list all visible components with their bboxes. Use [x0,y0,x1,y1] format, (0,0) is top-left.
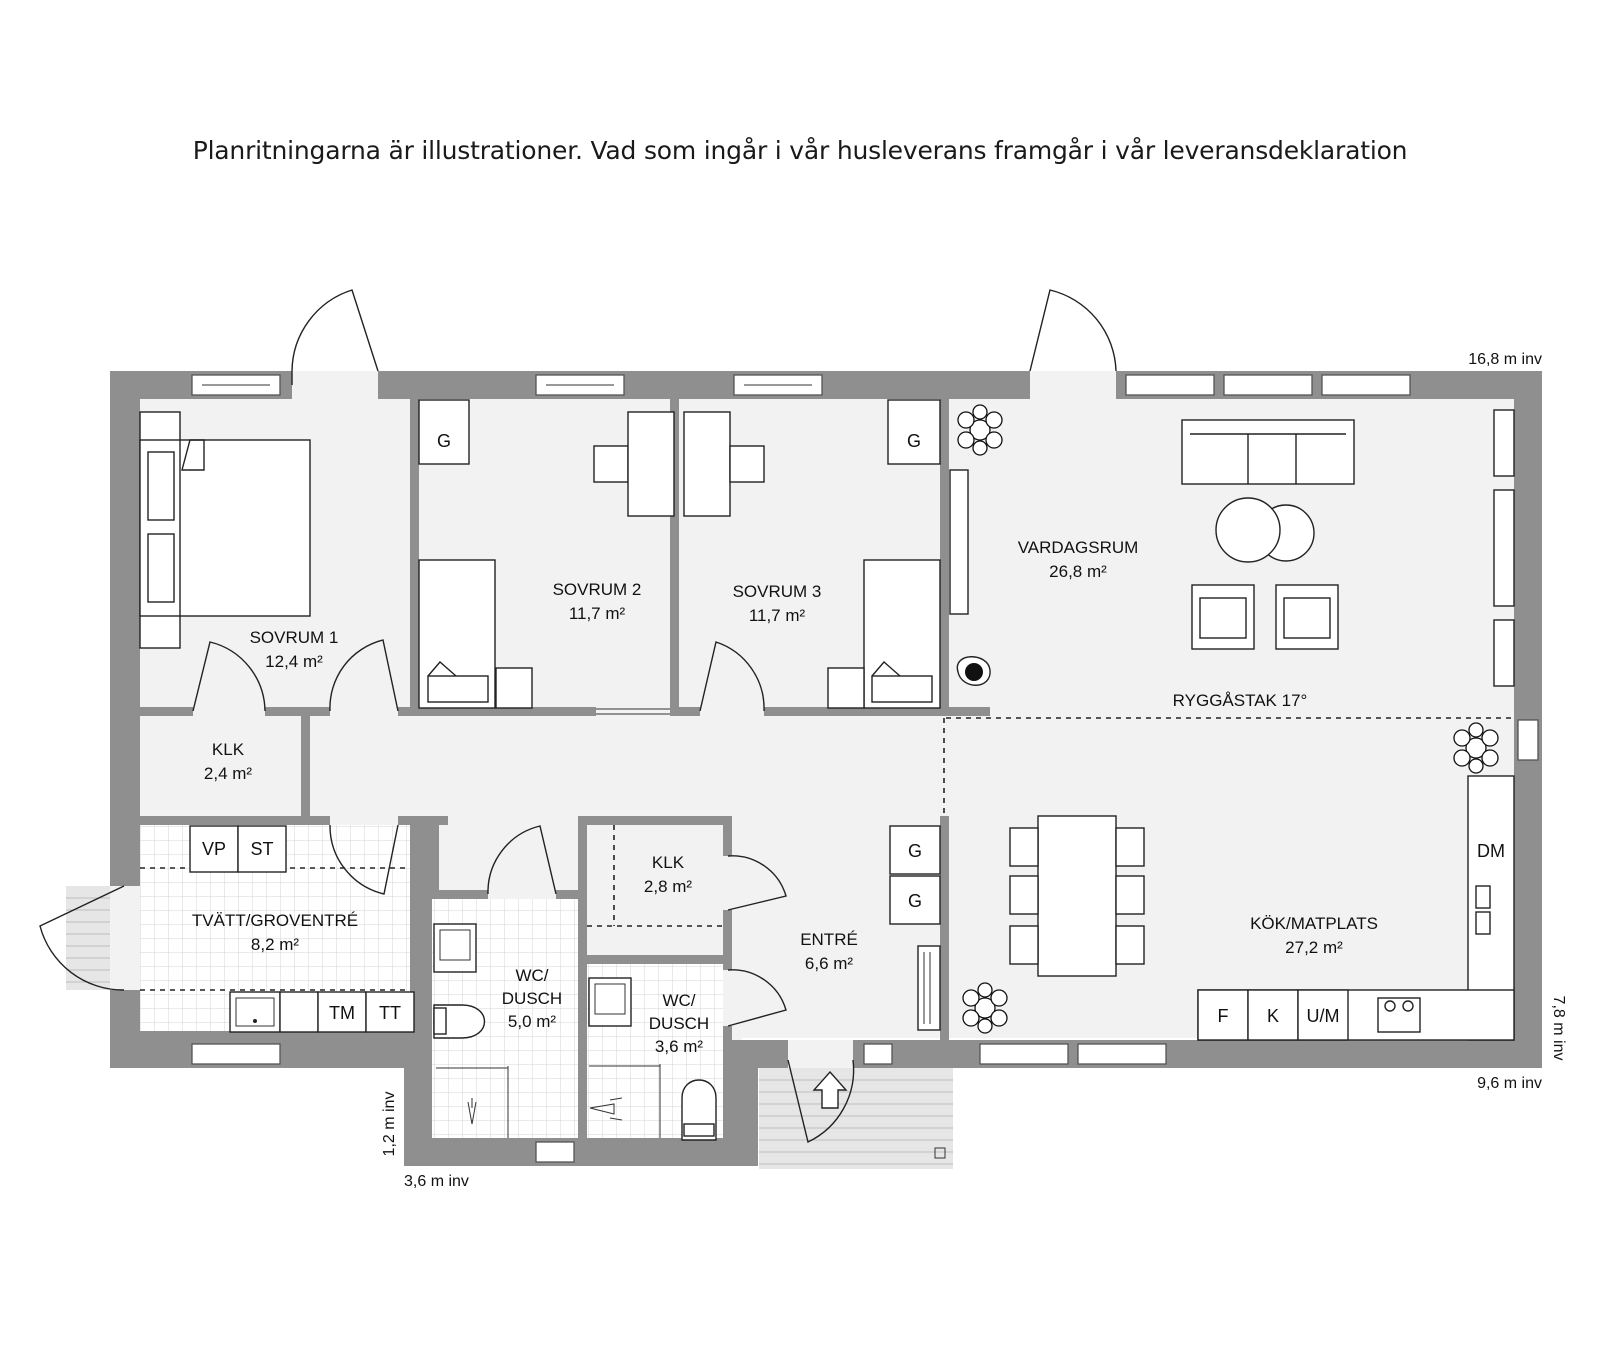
room-area-sovrum2: 11,7 m² [569,604,626,623]
double-bed [139,411,311,649]
fridge-label: F [1218,1006,1229,1026]
freezer-label: K [1267,1006,1279,1026]
room-area-wc1: 5,0 m² [508,1012,557,1031]
heat-pump-label: VP [202,839,226,859]
front-deck [759,1068,953,1169]
sovrum2-furniture: G [418,399,675,709]
roof-label: RYGGÅSTAK 17° [1173,691,1308,710]
room-area-vardagsrum: 26,8 m² [1049,562,1107,581]
tvatt-furniture: VP ST TM TT [189,825,415,1033]
dim-bottom-right: 9,6 m inv [1477,1075,1542,1092]
wardrobe-label: G [437,431,451,451]
room-name-wc2-line2: DUSCH [649,1014,709,1033]
bench [917,945,941,1031]
door-vardagsrum-exterior [1029,289,1117,399]
room-name-tvatt: TVÄTT/GROVENTRÉ [192,911,358,930]
door-tvatt-exterior [39,885,140,991]
wardrobe-label: G [908,891,922,911]
plant-icon [957,404,1003,456]
dimension-labels: 16,8 m inv 7,8 m inv 9,6 m inv 3,6 m inv… [381,351,1567,1190]
room-area-kok: 27,2 m² [1285,938,1343,957]
sink-icon [588,977,632,1027]
plant-icon [1453,722,1499,774]
wardrobe-label: G [907,431,921,451]
room-name-sovrum2: SOVRUM 2 [553,580,642,599]
room-area-klk2: 2,8 m² [644,877,693,896]
room-name-sovrum3: SOVRUM 3 [733,582,822,601]
room-name-entre: ENTRÉ [800,930,858,949]
entry-arrow-icon [812,1070,848,1109]
room-area-tvatt: 8,2 m² [251,935,300,954]
room-area-entre: 6,6 m² [805,954,854,973]
room-area-sovrum3: 11,7 m² [749,606,806,625]
dim-top-width: 16,8 m inv [1468,351,1542,368]
shower-icon [467,1098,477,1125]
dim-left-small: 1,2 m inv [381,1092,398,1157]
disclaimer-caption: Planritningarna är illustrationer. Vad s… [192,136,1408,165]
sovrum3-furniture: G [683,399,941,709]
room-area-wc2: 3,6 m² [655,1037,704,1056]
plant-icon [962,982,1008,1034]
dim-bottom-left: 3,6 m inv [404,1173,469,1190]
interior-doors [192,639,787,1027]
room-name-klk2: KLK [652,853,685,872]
hob-icon [1377,997,1421,1033]
sofa [1181,419,1355,485]
sink-icon [433,923,477,973]
wc1-fixtures [433,923,509,1138]
wardrobe-label: G [908,841,922,861]
room-name-klk1: KLK [212,740,245,759]
room-name-wc2-line1: WC/ [662,991,695,1010]
shower-icon [589,1097,623,1121]
oven-label: U/M [1307,1006,1340,1026]
room-name-vardagsrum: VARDAGSRUM [1018,538,1139,557]
room-name-sovrum1: SOVRUM 1 [250,628,339,647]
storage-label: ST [250,839,273,859]
washer-label: TM [329,1003,355,1023]
room-area-klk1: 2,4 m² [204,764,253,783]
kitchen-counter: F K U/M DM [1197,775,1515,1041]
room-name-wc1-line2: DUSCH [502,989,562,1008]
entre-furniture: G G [889,825,941,1031]
vardagsrum-furniture [949,409,1515,687]
dining-set [1009,815,1145,977]
room-name-wc1-line1: WC/ [515,966,548,985]
dining-table [1037,815,1117,977]
coffee-table [1215,497,1281,563]
dryer-label: TT [379,1003,401,1023]
door-entre-main [787,1040,855,1144]
room-area-sovrum1: 12,4 m² [265,652,323,671]
dim-right-height: 7,8 m inv [1550,996,1567,1061]
room-labels: SOVRUM 1 12,4 m² SOVRUM 2 11,7 m² SOVRUM… [192,538,1378,1056]
room-name-kok: KÖK/MATPLATS [1250,914,1378,933]
door-sovrum1-exterior [291,289,379,399]
dishwasher-label: DM [1477,841,1505,861]
windows [191,374,1539,1163]
wc2-fixtures [588,977,717,1141]
